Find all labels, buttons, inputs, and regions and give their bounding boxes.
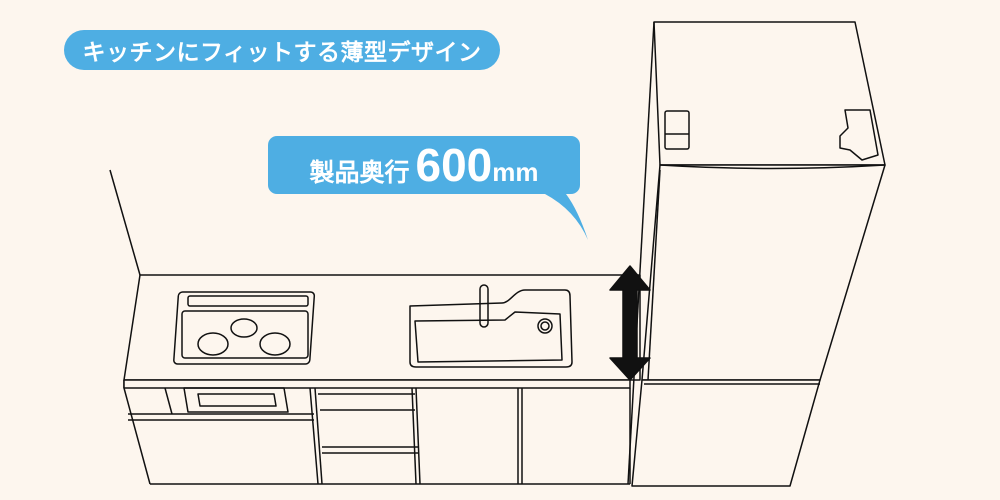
callout-tail bbox=[545, 194, 588, 240]
depth-callout: 製品奥行 600 mm bbox=[268, 136, 580, 194]
headline-badge: キッチンにフィットする薄型デザイン bbox=[64, 30, 500, 70]
refrigerator bbox=[627, 21, 886, 487]
callout-unit: mm bbox=[492, 157, 539, 187]
sink bbox=[409, 284, 573, 368]
depth-arrow bbox=[609, 265, 651, 381]
callout-label: 製品奥行 bbox=[309, 158, 410, 187]
wall-edge bbox=[109, 169, 141, 276]
callout-value: 600 bbox=[415, 139, 493, 191]
ih-cooktop bbox=[173, 291, 316, 365]
headline-text: キッチンにフィットする薄型デザイン bbox=[82, 40, 482, 66]
faucet bbox=[479, 284, 489, 328]
kitchen-counter bbox=[123, 274, 641, 485]
